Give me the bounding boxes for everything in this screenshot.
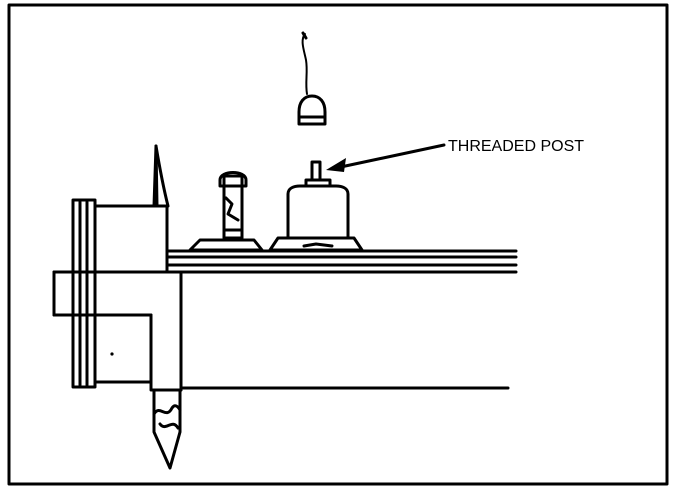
- figure-border: [7, 3, 669, 486]
- beam-body: [179, 270, 510, 392]
- top-rails: [166, 249, 518, 274]
- pointed-stake: [149, 380, 183, 470]
- clamp-post: [188, 171, 264, 252]
- threaded-post-label: THREADED POST: [448, 138, 584, 155]
- blade: [152, 144, 170, 208]
- flange-assembly: [52, 198, 183, 389]
- threaded-post-base: [268, 160, 364, 252]
- threaded-post: [310, 160, 322, 182]
- threaded-post-arrow: [326, 143, 446, 172]
- suspended-cap: [297, 31, 327, 126]
